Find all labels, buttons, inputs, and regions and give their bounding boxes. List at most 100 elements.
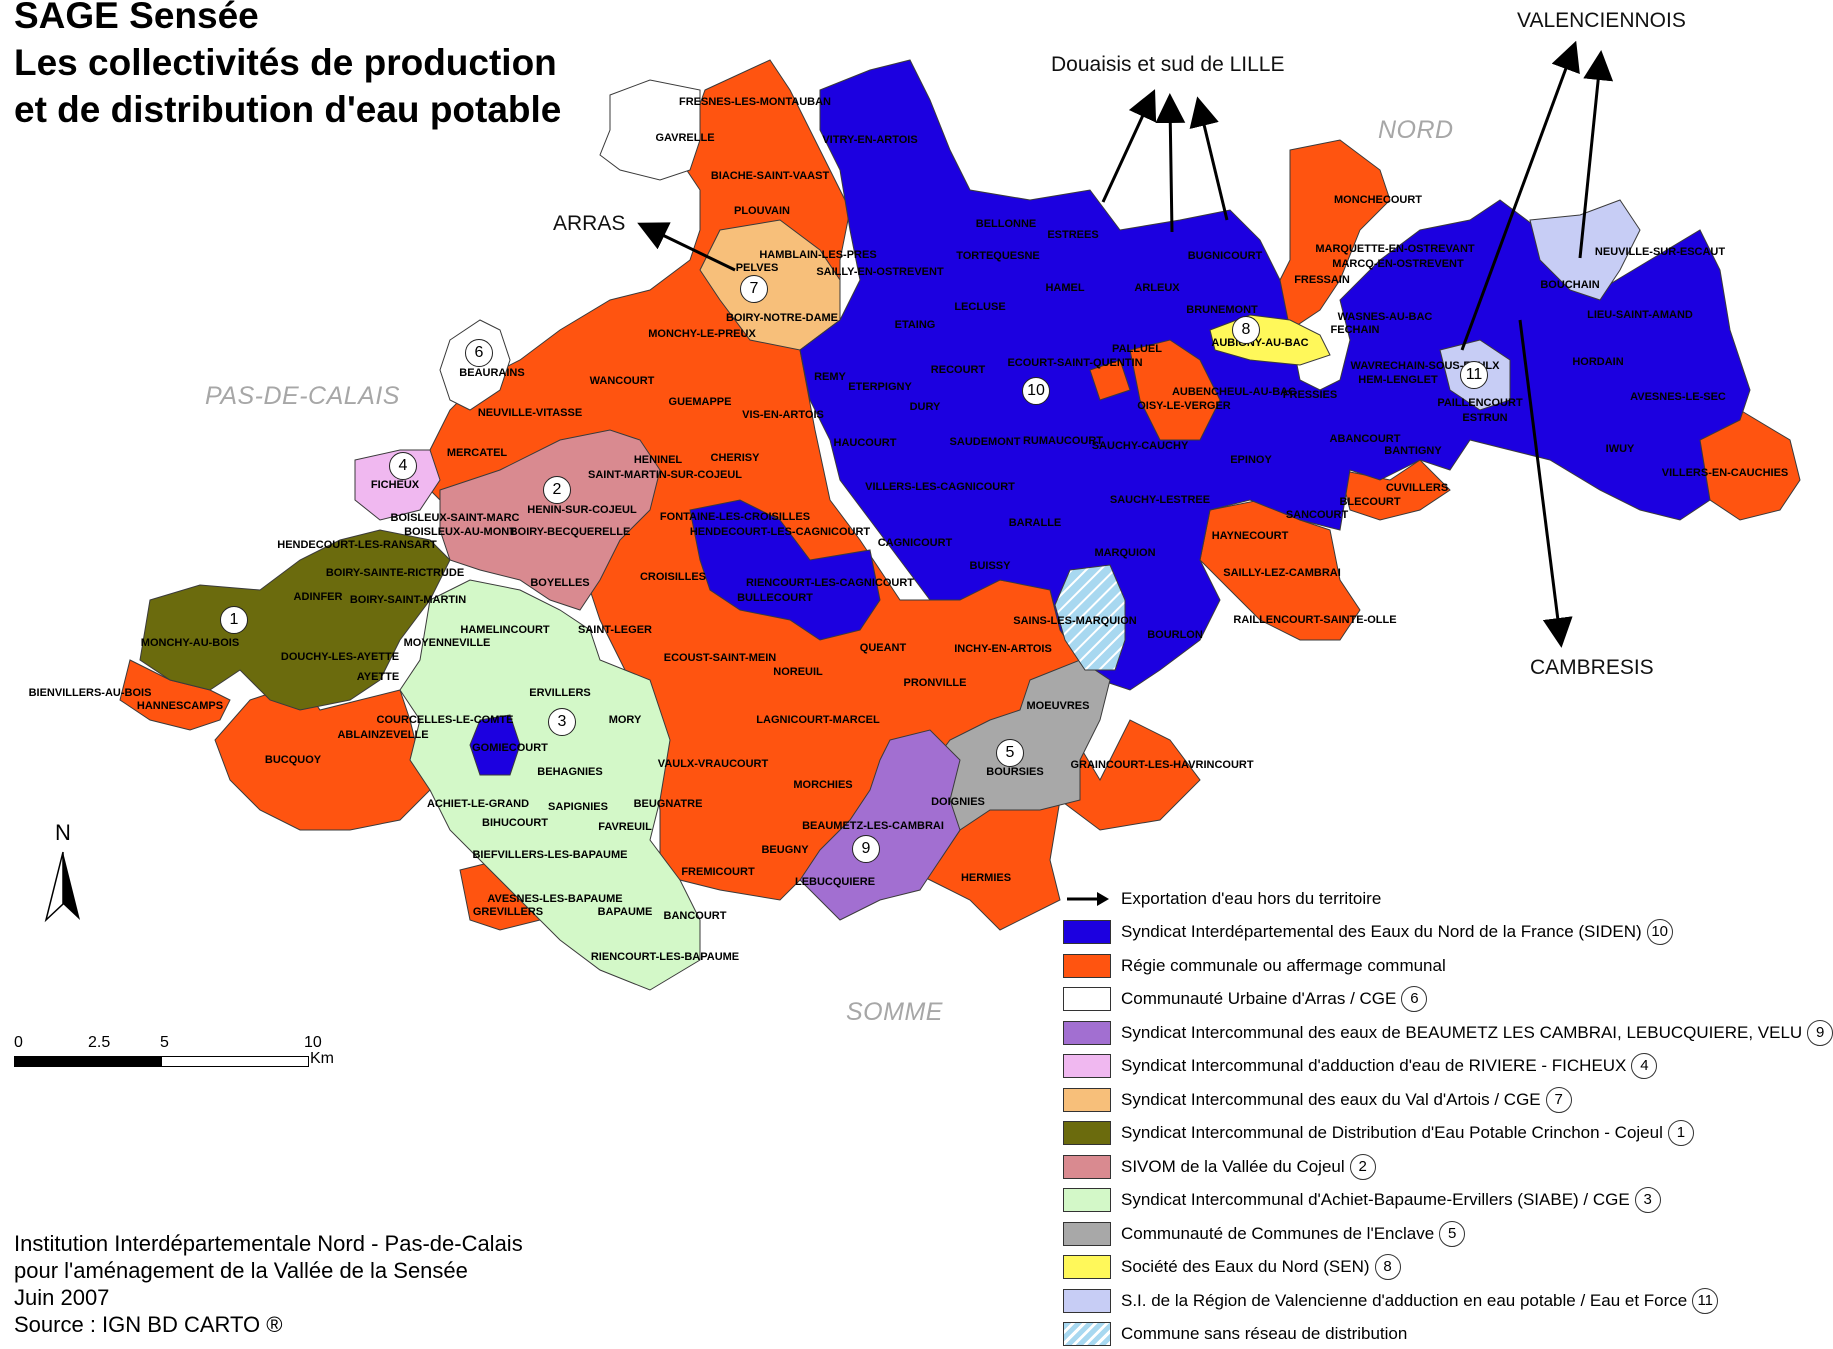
collectivity-badge: 4 bbox=[389, 452, 417, 480]
credit-line-3: Juin 2007 bbox=[14, 1285, 110, 1310]
commune-label: MARCQ-EN-OSTREVENT bbox=[1332, 258, 1464, 270]
commune-label: MONCHY-AU-BOIS bbox=[140, 637, 240, 649]
commune-label: LIEU-SAINT-AMAND bbox=[1587, 309, 1693, 321]
zone-valenciennes bbox=[1439, 199, 1641, 411]
commune-label: BLECOURT bbox=[1339, 496, 1401, 508]
legend-swatch bbox=[1063, 1020, 1111, 1045]
commune-label: FRESSAIN bbox=[1294, 274, 1350, 286]
commune-label: HEM-LENGLET bbox=[1358, 374, 1438, 386]
legend-number: 4 bbox=[1631, 1053, 1658, 1079]
commune-label: BEAURAINS bbox=[459, 367, 525, 379]
commune-label: BIENVILLERS-AU-BOIS bbox=[28, 687, 152, 699]
legend-number: 8 bbox=[1374, 1254, 1401, 1280]
legend-swatch bbox=[1063, 1188, 1111, 1212]
commune-label: BUISSY bbox=[969, 560, 1011, 572]
legend-label: Communauté Urbaine d'Arras / CGE bbox=[1121, 989, 1397, 1008]
commune-label: HAUCOURT bbox=[833, 437, 897, 449]
collectivity-badge: 2 bbox=[543, 476, 571, 504]
legend-number: 6 bbox=[1401, 986, 1428, 1012]
legend-item: S.I. de la Région de Valencienne d'adduc… bbox=[1063, 1286, 1719, 1316]
collectivity-badge: 9 bbox=[852, 835, 880, 863]
legend-label: Syndicat Intercommunal de Distribution d… bbox=[1121, 1123, 1663, 1142]
collectivity-badge: 8 bbox=[1232, 316, 1260, 344]
legend-export-label: Exportation d'eau hors du territoire bbox=[1121, 889, 1382, 908]
credit-line-4: Source : IGN BD CARTO ® bbox=[14, 1312, 283, 1337]
collectivity-badge: 6 bbox=[465, 339, 493, 367]
commune-label: NEUVILLE-VITASSE bbox=[477, 407, 583, 419]
commune-label: BRUNEMONT bbox=[1186, 304, 1258, 316]
commune-label: ESTRUN bbox=[1462, 412, 1508, 424]
commune-label: ECOUST-SAINT-MEIN bbox=[663, 652, 777, 664]
legend-swatch bbox=[1063, 1255, 1111, 1279]
legend-export: Exportation d'eau hors du territoire bbox=[1063, 884, 1381, 914]
commune-label: GREVILLERS bbox=[472, 906, 544, 918]
legend-number: 2 bbox=[1349, 1153, 1376, 1180]
legend-item: Commune sans réseau de distribution bbox=[1063, 1319, 1407, 1349]
commune-label: ETAING bbox=[894, 319, 936, 331]
commune-label: MOEUVRES bbox=[1026, 700, 1090, 712]
commune-label: FICHEUX bbox=[370, 479, 420, 491]
commune-label: HAMELINCOURT bbox=[460, 624, 550, 636]
commune-label: FRESSIES bbox=[1282, 389, 1338, 401]
legend-item: Syndicat Intercommunal des eaux du Val d… bbox=[1063, 1085, 1572, 1115]
credit-line-2: pour l'aménagement de la Vallée de la Se… bbox=[14, 1258, 468, 1283]
commune-label: PELVES bbox=[735, 262, 779, 274]
region-label-nord: NORD bbox=[1378, 116, 1454, 144]
commune-label: BOIRY-BECQUERELLE bbox=[509, 526, 631, 538]
legend-item: Régie communale ou affermage communal bbox=[1063, 951, 1446, 981]
commune-label: LECLUSE bbox=[954, 301, 1006, 313]
commune-label: MARQUETTE-EN-OSTREVANT bbox=[1315, 243, 1475, 255]
commune-label: GAVRELLE bbox=[655, 132, 715, 144]
legend-label: Syndicat Intercommunal d'Achiet-Bapaume-… bbox=[1121, 1190, 1630, 1209]
legend-label: Communauté de Communes de l'Enclave bbox=[1121, 1223, 1435, 1243]
legend-swatch bbox=[1063, 1121, 1111, 1145]
commune-label: WASNES-AU-BAC bbox=[1337, 311, 1433, 323]
commune-label: RUMAUCOURT bbox=[1022, 435, 1104, 447]
north-arrow-icon: N bbox=[44, 820, 80, 923]
commune-label: FREMICOURT bbox=[681, 866, 755, 878]
scale-tick-0: 0 bbox=[14, 1034, 23, 1051]
legend-label: Syndicat Intercommunal des eaux de BEAUM… bbox=[1121, 1022, 1803, 1042]
commune-label: BOURLON bbox=[1147, 629, 1203, 641]
legend-item: Syndicat Intercommunal des eaux de BEAUM… bbox=[1063, 1018, 1833, 1048]
commune-label: BOISLEUX-SAINT-MARC bbox=[390, 512, 520, 524]
commune-label: SAUDEMONT bbox=[949, 436, 1021, 448]
credit-line-1: Institution Interdépartementale Nord - P… bbox=[14, 1231, 523, 1256]
legend-label: Syndicat Intercommunal d'adduction d'eau… bbox=[1121, 1056, 1627, 1075]
commune-label: IWUY bbox=[1605, 443, 1635, 455]
collectivity-badge: 10 bbox=[1022, 377, 1050, 405]
legend-label: SIVOM de la Vallée du Cojeul bbox=[1121, 1156, 1345, 1176]
commune-label: BAPAUME bbox=[597, 906, 653, 918]
commune-label: BEUGNY bbox=[761, 844, 809, 856]
legend-swatch bbox=[1063, 987, 1111, 1011]
legend-swatch bbox=[1063, 1087, 1111, 1112]
collectivity-badge: 11 bbox=[1460, 361, 1488, 389]
commune-label: DOIGNIES bbox=[931, 796, 985, 808]
commune-label: RIENCOURT-LES-CAGNICOURT bbox=[745, 577, 915, 589]
collectivity-badge: 7 bbox=[740, 275, 768, 303]
map-title: SAGE Sensée Les collectivités de product… bbox=[14, 0, 561, 133]
commune-label: BULLECOURT bbox=[737, 592, 813, 604]
destination-arras: ARRAS bbox=[553, 212, 626, 235]
north-label: N bbox=[55, 820, 71, 845]
commune-label: CHERISY bbox=[710, 452, 760, 464]
commune-label: NEUVILLE-SUR-ESCAUT bbox=[1594, 246, 1726, 258]
commune-label: COURCELLES-LE-COMTE bbox=[376, 714, 514, 726]
commune-label: EPINOY bbox=[1230, 454, 1272, 466]
legend-number: 5 bbox=[1439, 1220, 1466, 1247]
zone-siabe bbox=[399, 579, 701, 991]
commune-label: BIACHE-SAINT-VAAST bbox=[710, 170, 830, 182]
commune-label: HENDECOURT-LES-RANSART bbox=[277, 539, 437, 551]
zone-sans-reseau bbox=[1054, 564, 1126, 671]
commune-label: BOIRY-NOTRE-DAME bbox=[725, 312, 839, 324]
commune-label: VITRY-EN-ARTOIS bbox=[822, 134, 918, 146]
zone-beaumetz bbox=[799, 729, 961, 921]
title-line-3: et de distribution d'eau potable bbox=[14, 89, 562, 130]
commune-label: BUGNICOURT bbox=[1187, 250, 1263, 262]
commune-label: HERMIES bbox=[960, 872, 1012, 884]
commune-label: BUCQUOY bbox=[264, 754, 322, 766]
commune-label: HAMBLAIN-LES-PRES bbox=[759, 249, 877, 261]
